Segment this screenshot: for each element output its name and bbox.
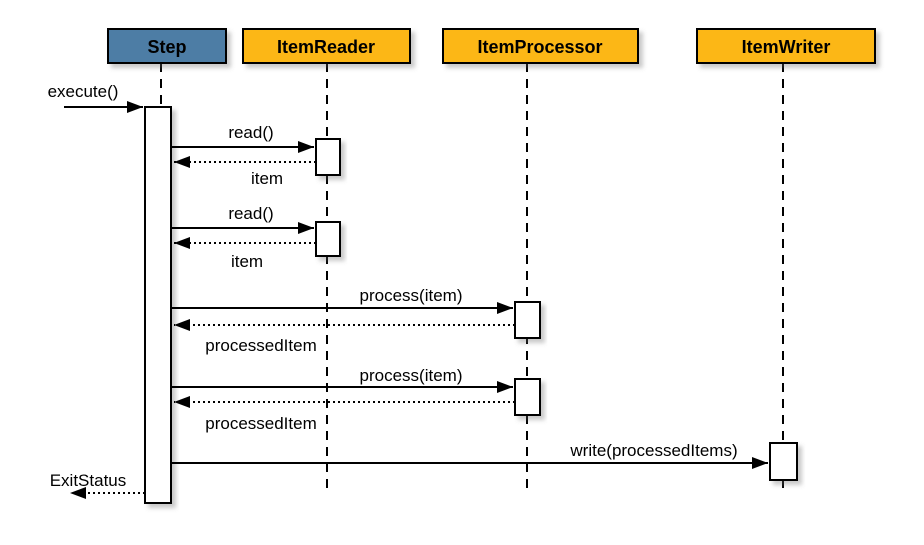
label-item-1: item [251, 169, 283, 188]
itemreader-header-box [242, 28, 411, 64]
label-read-2: read() [228, 204, 273, 223]
label-read-1: read() [228, 123, 273, 142]
label-process-1: process(item) [360, 286, 463, 305]
activation-itemwriter [769, 442, 798, 481]
label-write: write(processedItems) [569, 441, 737, 460]
label-execute: execute() [48, 82, 119, 101]
itemreader-header-label: ItemReader [277, 37, 375, 57]
lifeline-header-itemprocessor: ItemProcessor [442, 28, 639, 64]
label-process-2: process(item) [360, 366, 463, 385]
lifeline-header-itemwriter: ItemWriter [696, 28, 876, 64]
activation-itemprocessor-2 [514, 378, 541, 416]
activation-bar-step [144, 106, 172, 504]
label-processeditem-2: processedItem [205, 414, 317, 433]
itemwriter-header-box [696, 28, 876, 64]
activation-itemprocessor-1 [514, 301, 541, 339]
itemprocessor-header-box [442, 28, 639, 64]
itemprocessor-header-label: ItemProcessor [477, 37, 602, 57]
step-header-box [107, 28, 227, 64]
activation-itemreader-1 [315, 138, 341, 176]
activation-itemreader-2 [315, 221, 341, 257]
label-processeditem-1: processedItem [205, 336, 317, 355]
lifeline-header-itemreader: ItemReader [242, 28, 411, 64]
label-exitstatus: ExitStatus [50, 471, 127, 490]
itemwriter-header-label: ItemWriter [742, 37, 831, 57]
step-header-label: Step [147, 37, 186, 57]
lifeline-header-step: Step [107, 28, 227, 64]
label-item-2: item [231, 252, 263, 271]
